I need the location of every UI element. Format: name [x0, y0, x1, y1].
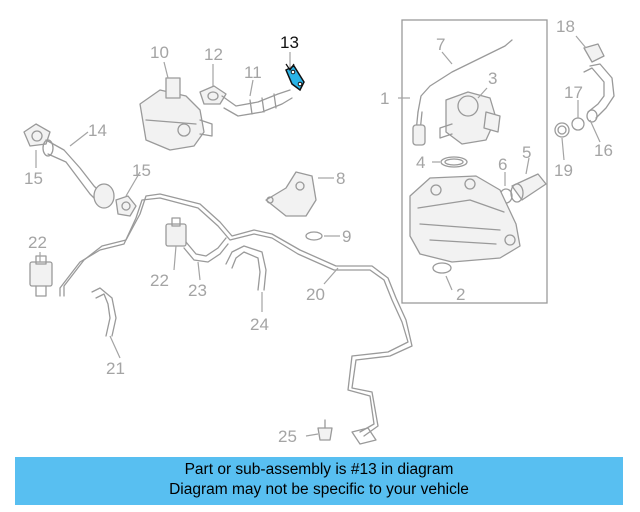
callout-21: 21 — [106, 359, 125, 378]
part-7-wire — [412, 39, 513, 146]
callout-15-upper: 15 — [24, 169, 43, 188]
part-16-hose — [583, 63, 615, 119]
callout-8: 8 — [336, 169, 345, 188]
callout-15-lower: 15 — [132, 161, 151, 180]
part-13-gasket — [285, 65, 305, 92]
part-23-hose — [183, 237, 229, 263]
part-15-gasket-a — [23, 123, 51, 147]
part-9-oring — [305, 231, 323, 241]
part-8-bracket — [265, 171, 317, 217]
callout-5: 5 — [522, 143, 531, 162]
part-17-clamp — [571, 117, 585, 131]
part-11-pipe — [221, 89, 293, 117]
callout-1: 1 — [380, 89, 389, 108]
callout-12: 12 — [204, 45, 223, 64]
callout-11: 11 — [244, 63, 262, 82]
assembly-box — [401, 19, 548, 304]
callout-16: 16 — [594, 141, 613, 160]
part-2-gasket — [432, 262, 452, 274]
part-25-fitting — [317, 419, 333, 441]
banner-line-1: Part or sub-assembly is #13 in diagram — [184, 461, 454, 478]
banner-line-2: Diagram may not be specific to your vehi… — [169, 481, 469, 498]
callout-25: 25 — [278, 427, 297, 446]
callout-14: 14 — [88, 121, 107, 140]
callout-18: 18 — [556, 17, 575, 36]
callout-7: 7 — [436, 35, 445, 54]
callout-23: 23 — [188, 281, 207, 300]
callout-4: 4 — [416, 153, 425, 172]
part-10-block — [139, 77, 213, 151]
callout-13: 13 — [280, 33, 299, 52]
callout-10: 10 — [150, 43, 169, 62]
part-15-gasket-b — [115, 195, 137, 217]
part-22-solenoid-b — [165, 217, 187, 247]
callout-6: 6 — [498, 155, 507, 174]
part-4-oring — [440, 156, 468, 168]
callout-22-mid: 22 — [150, 271, 169, 290]
callout-24: 24 — [250, 315, 269, 334]
callout-17: 17 — [564, 83, 583, 102]
callout-20: 20 — [306, 285, 325, 304]
part-5-connector — [510, 173, 547, 203]
callout-22-left: 22 — [28, 233, 47, 252]
callout-3: 3 — [488, 69, 497, 88]
callout-9: 9 — [342, 227, 351, 246]
part-3-valve — [439, 91, 501, 145]
callout-2: 2 — [456, 285, 465, 304]
part-20-line — [63, 193, 413, 437]
part-21-hose — [91, 287, 117, 337]
cooler-housing — [409, 175, 521, 263]
part-22-solenoid-a — [29, 255, 53, 297]
part-19-clamp — [554, 122, 570, 138]
part-24-hose — [225, 245, 267, 291]
callout-19: 19 — [554, 161, 573, 180]
info-banner: Part or sub-assembly is #13 in diagram D… — [15, 457, 623, 505]
part-14-pipe — [42, 139, 115, 209]
part-12-gasket — [199, 85, 227, 105]
part-18-flange — [583, 43, 605, 63]
